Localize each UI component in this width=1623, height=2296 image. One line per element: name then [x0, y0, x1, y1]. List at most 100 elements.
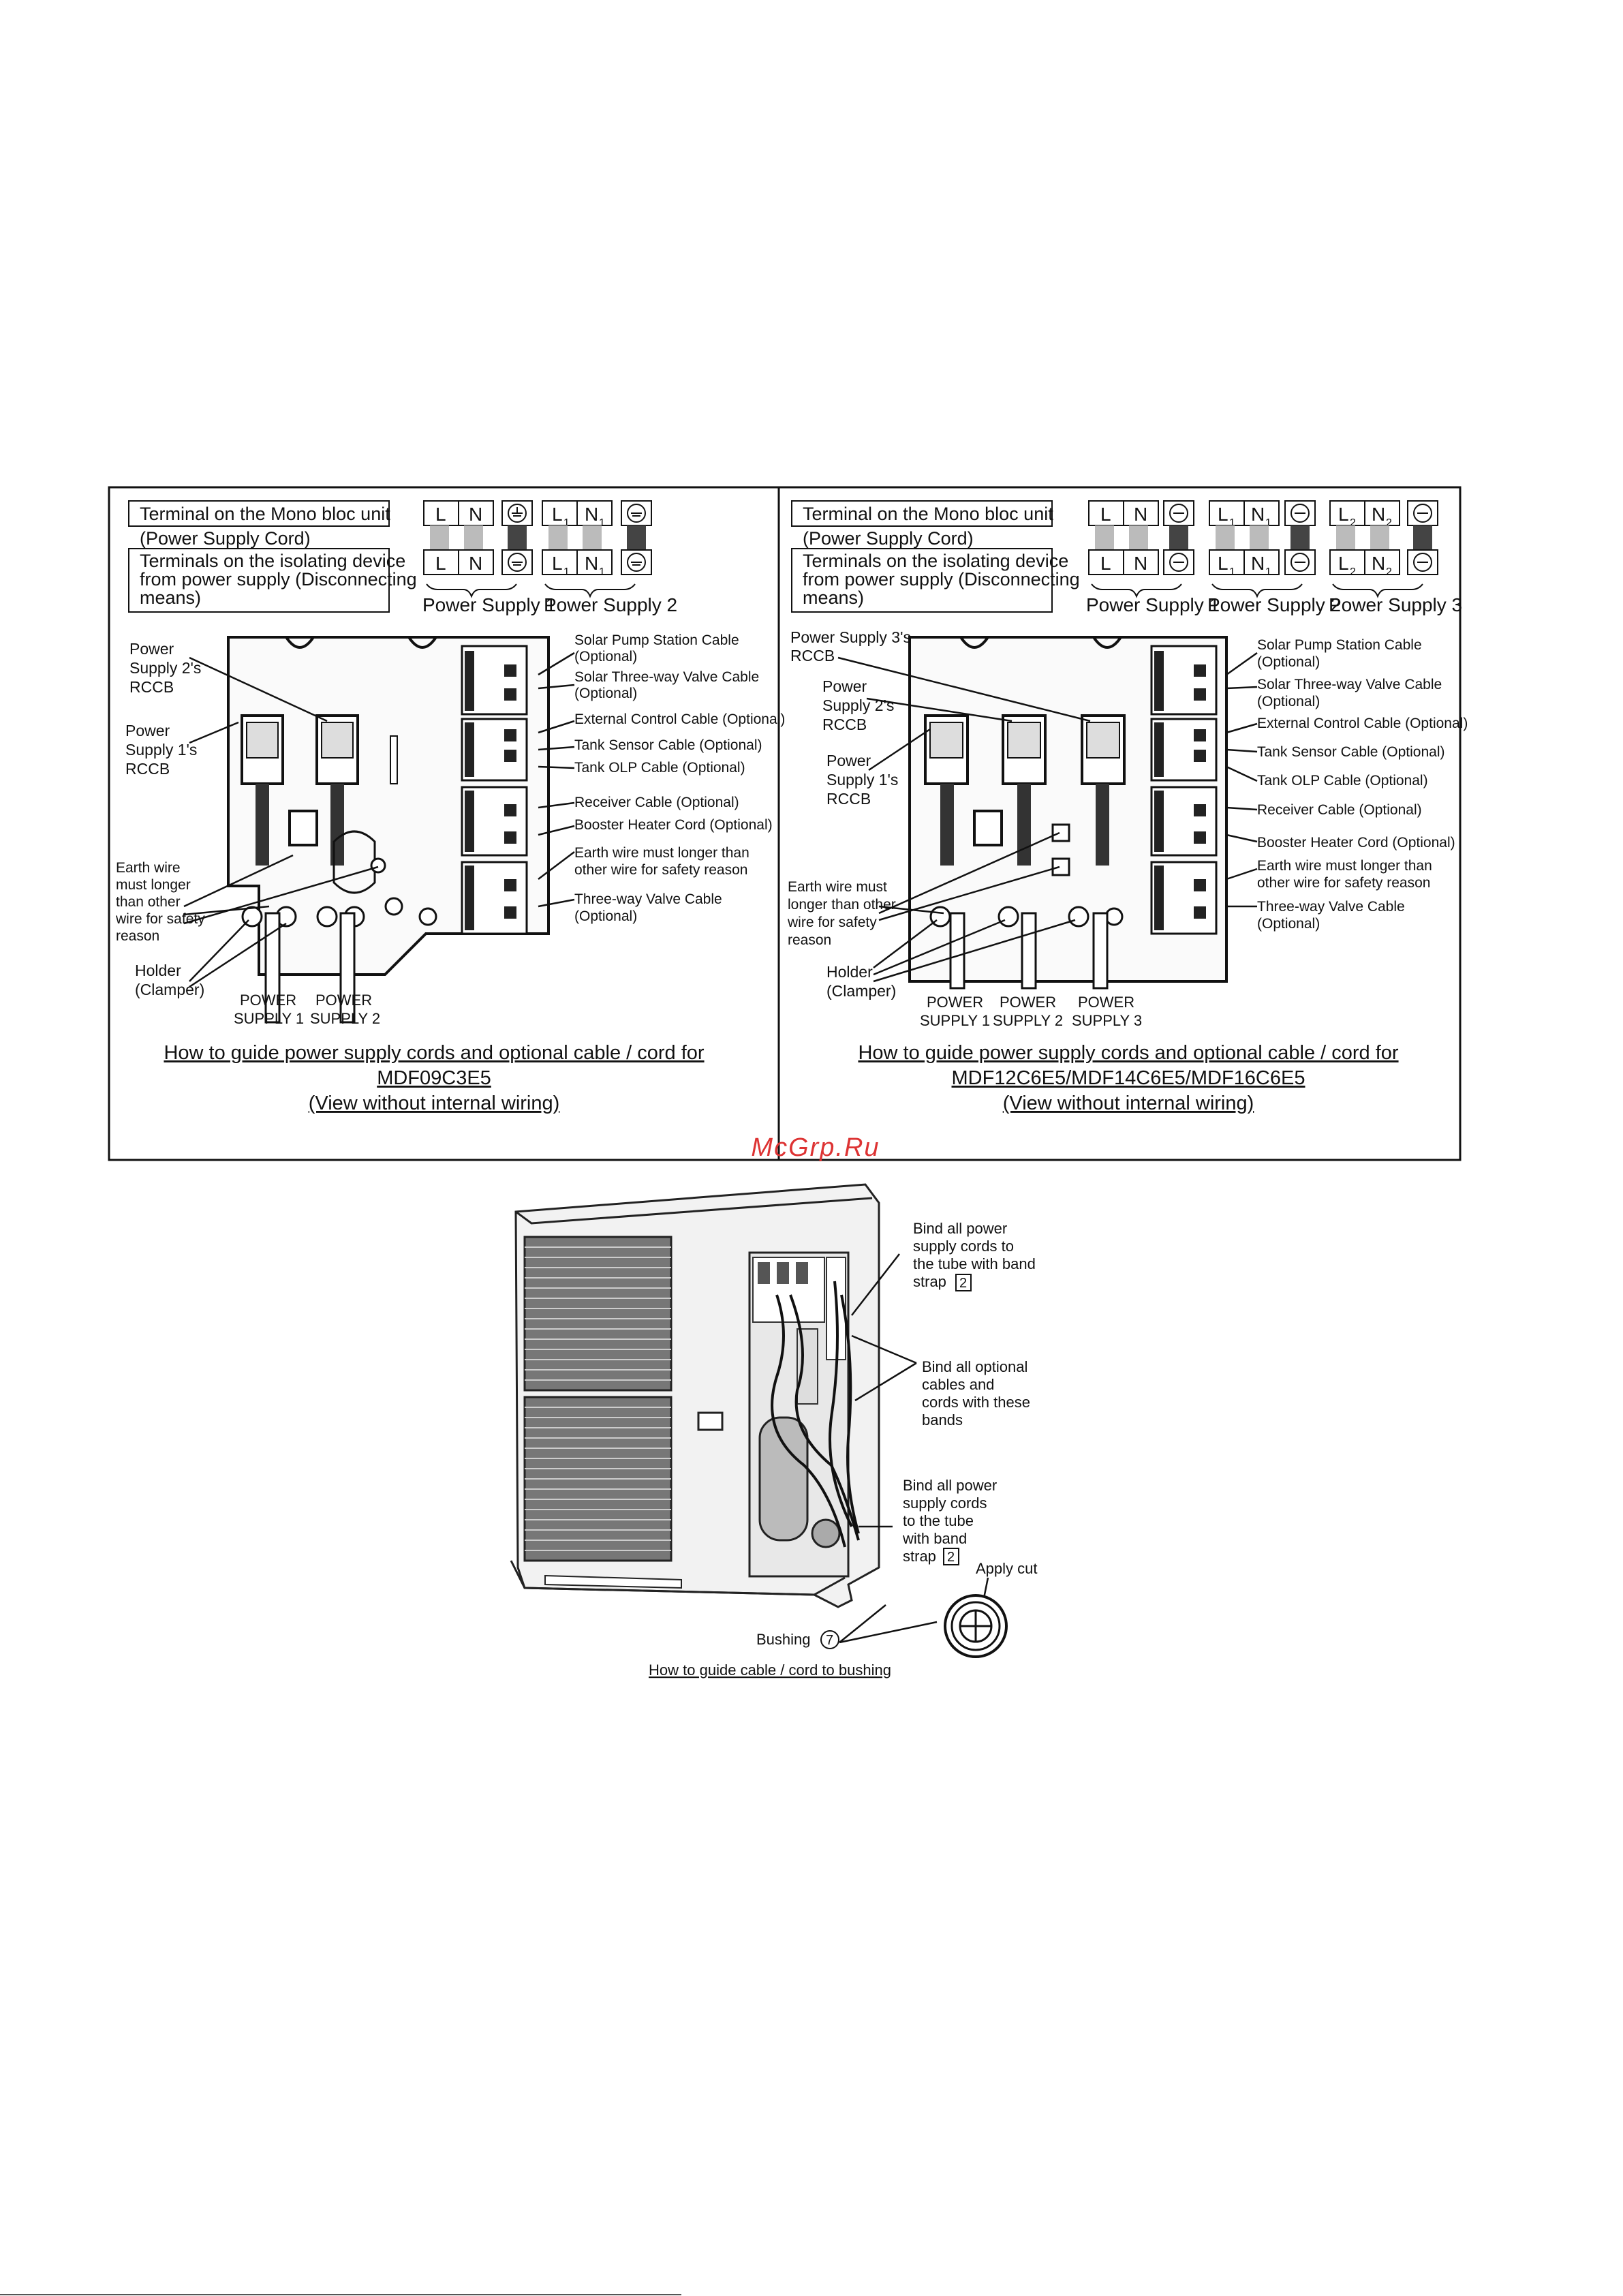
- svg-text:must longer: must longer: [116, 877, 191, 893]
- left-means: means): [140, 587, 201, 608]
- left-panel: Terminal on the Mono bloc unit (Power Su…: [115, 500, 785, 1114]
- left-control-box: [227, 636, 550, 1024]
- right-terminal-ps1: L N L N Power Supply 1: [1086, 500, 1220, 615]
- svg-text:wire for safety: wire for safety: [115, 911, 205, 927]
- svg-text:Receiver Cable (Optional): Receiver Cable (Optional): [1257, 802, 1422, 818]
- svg-text:RCCB: RCCB: [790, 647, 835, 664]
- svg-text:2: 2: [1350, 566, 1356, 578]
- svg-text:L: L: [1218, 504, 1228, 525]
- svg-text:RCCB: RCCB: [822, 716, 867, 733]
- svg-text:N: N: [585, 553, 598, 574]
- svg-text:Supply 2's: Supply 2's: [129, 659, 201, 677]
- svg-text:L: L: [1100, 553, 1111, 574]
- right-rccb2-label: Power: [822, 677, 867, 695]
- right-means: means): [803, 587, 864, 608]
- right-bottom-ps2: POWER: [1000, 994, 1056, 1011]
- svg-text:L: L: [1100, 504, 1111, 525]
- right-caption-3: (View without internal wiring): [1003, 1092, 1254, 1114]
- svg-text:RCCB: RCCB: [826, 790, 871, 808]
- unit-labels: Bind all power supply cords to the tube …: [756, 1220, 1038, 1649]
- svg-text:(Optional): (Optional): [1257, 694, 1320, 709]
- svg-text:N: N: [1134, 504, 1147, 525]
- right-caption-2: MDF12C6E5/MDF14C6E5/MDF16C6E5: [952, 1067, 1305, 1089]
- svg-text:L: L: [552, 553, 563, 574]
- right-terminal-teeth: [1154, 651, 1206, 930]
- left-bottom-ps2: POWER: [315, 992, 372, 1009]
- svg-text:1: 1: [1265, 517, 1271, 529]
- svg-text:supply cords: supply cords: [903, 1495, 987, 1512]
- right-terminal-ps3: L 2 N 2 L 2 N 2 Power Supply 3: [1329, 500, 1462, 615]
- svg-text:Booster Heater Cord (Optional): Booster Heater Cord (Optional): [574, 817, 773, 833]
- svg-text:(Optional): (Optional): [1257, 654, 1320, 670]
- svg-text:SUPPLY 1: SUPPLY 1: [234, 1010, 304, 1027]
- svg-text:Bind all power: Bind all power: [913, 1220, 1007, 1237]
- svg-text:Solar Three-way Valve Cable: Solar Three-way Valve Cable: [574, 669, 759, 685]
- svg-text:L: L: [435, 553, 446, 574]
- svg-text:Tank OLP Cable (Optional): Tank OLP Cable (Optional): [1257, 773, 1428, 789]
- svg-text:reason: reason: [788, 932, 831, 948]
- svg-text:cords with these: cords with these: [922, 1394, 1030, 1411]
- svg-text:7: 7: [826, 1633, 833, 1648]
- svg-text:2: 2: [1386, 566, 1392, 578]
- diagram-frame: [108, 486, 1462, 1161]
- svg-text:N: N: [469, 553, 482, 574]
- svg-text:(Clamper): (Clamper): [135, 981, 204, 998]
- right-from-power: from power supply (Disconnecting: [803, 569, 1080, 590]
- svg-text:N: N: [469, 504, 482, 525]
- svg-text:longer than other: longer than other: [788, 897, 896, 913]
- svg-text:Receiver Cable (Optional): Receiver Cable (Optional): [574, 795, 739, 810]
- left-cable-labels: Solar Pump Station Cable (Optional) Sola…: [574, 632, 785, 924]
- right-control-box: [908, 636, 1228, 990]
- svg-text:Booster Heater Cord (Optional): Booster Heater Cord (Optional): [1257, 835, 1455, 851]
- svg-text:RCCB: RCCB: [125, 760, 170, 778]
- left-terminal-teeth: [465, 651, 516, 930]
- svg-text:2: 2: [1386, 517, 1392, 529]
- svg-text:N: N: [585, 504, 598, 525]
- svg-text:N: N: [1372, 504, 1385, 525]
- svg-text:(Optional): (Optional): [1257, 916, 1320, 932]
- svg-text:Bushing: Bushing: [756, 1631, 811, 1648]
- svg-text:N: N: [1372, 553, 1385, 574]
- svg-text:N: N: [1134, 553, 1147, 574]
- svg-text:SUPPLY 1: SUPPLY 1: [920, 1012, 990, 1029]
- right-power-cord: (Power Supply Cord): [803, 528, 974, 549]
- bushing-detail-icon: [944, 1594, 1008, 1658]
- svg-text:reason: reason: [116, 928, 159, 944]
- left-terminal-ps2: L 1 N 1 L 1 N 1 Power Supply 2: [542, 500, 677, 615]
- svg-text:cables and: cables and: [922, 1376, 994, 1393]
- left-holder-label: Holder: [135, 962, 181, 979]
- left-bottom-ps1: POWER: [240, 992, 296, 1009]
- svg-text:Solar Three-way Valve Cable: Solar Three-way Valve Cable: [1257, 677, 1442, 692]
- svg-text:Supply 2's: Supply 2's: [822, 697, 894, 714]
- right-terminal-mono: Terminal on the Mono bloc unit: [803, 504, 1053, 524]
- left-rccb1-label: Power: [125, 722, 170, 739]
- left-ps2-label: Power Supply 2: [544, 594, 677, 615]
- svg-text:RCCB: RCCB: [129, 678, 174, 696]
- svg-text:bands: bands: [922, 1411, 963, 1428]
- svg-text:Three-way Valve Cable: Three-way Valve Cable: [574, 891, 722, 907]
- svg-text:Power Supply 1: Power Supply 1: [1086, 594, 1220, 615]
- svg-text:L: L: [1218, 553, 1228, 574]
- right-cable-labels: Solar Pump Station Cable (Optional) Sola…: [1257, 637, 1468, 932]
- svg-text:SUPPLY 2: SUPPLY 2: [993, 1012, 1063, 1029]
- left-rccb2-label: Power: [129, 640, 174, 658]
- svg-text:other wire for safety reason: other wire for safety reason: [574, 862, 747, 878]
- svg-text:2: 2: [1350, 517, 1356, 529]
- svg-text:Earth wire must longer than: Earth wire must longer than: [574, 845, 749, 861]
- left-terminal-mono: Terminal on the Mono bloc unit: [140, 504, 390, 524]
- left-leader-lines: [183, 652, 575, 988]
- svg-text:Supply 1's: Supply 1's: [826, 771, 898, 789]
- svg-text:other wire for safety reason: other wire for safety reason: [1257, 875, 1430, 891]
- svg-text:External Control Cable (Option: External Control Cable (Optional): [1257, 716, 1468, 731]
- svg-text:Solar Pump Station Cable: Solar Pump Station Cable: [1257, 637, 1422, 653]
- right-bottom-ps1: POWER: [927, 994, 983, 1011]
- svg-text:Power Supply 2: Power Supply 2: [1207, 594, 1341, 615]
- svg-text:N: N: [1251, 504, 1265, 525]
- svg-text:Earth wire must longer than: Earth wire must longer than: [1257, 858, 1432, 874]
- outdoor-unit-figure: Bind all power supply cords to the tube …: [510, 1183, 1038, 1679]
- left-terminal-ps1: L N L N Power Supply 1: [422, 500, 556, 615]
- right-panel: Terminal on the Mono bloc unit (Power Su…: [787, 500, 1468, 1114]
- right-earth-wire-label: Earth wire must: [788, 879, 887, 895]
- right-leader-lines: [837, 652, 1258, 983]
